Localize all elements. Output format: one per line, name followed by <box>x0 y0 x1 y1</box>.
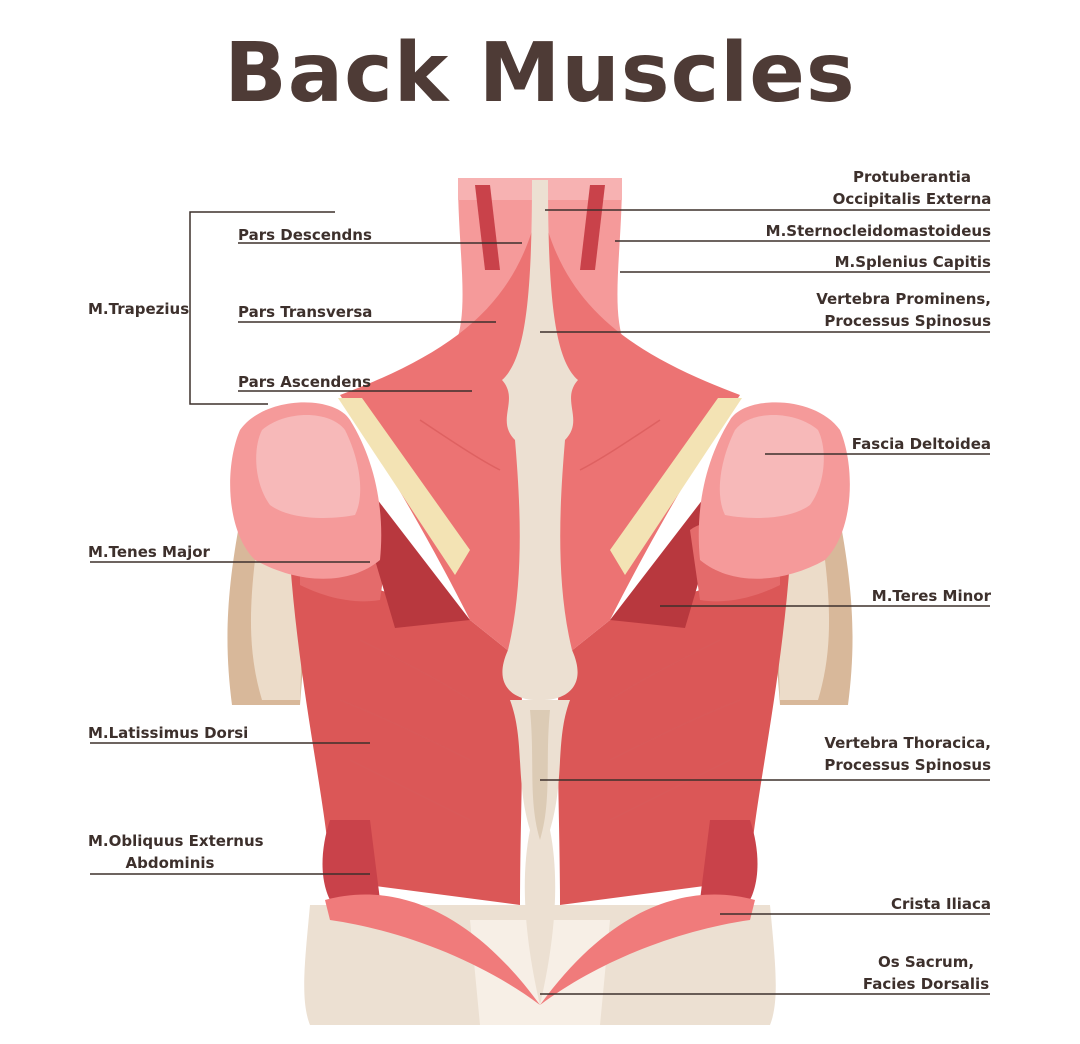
label-obliquus-externus: M.Obliquus Externus Abdominis <box>88 830 264 874</box>
label-pars-ascendens: Pars Ascendens <box>238 373 372 391</box>
label-obliquus-line2: Abdominis <box>125 854 215 872</box>
label-vertebra-prominens-line2: Processus Spinosus <box>824 312 991 330</box>
label-vertebra-thoracica: Vertebra Thoracica, Processus Spinosus <box>780 732 991 776</box>
left-arm-inner <box>250 560 305 700</box>
crista-right <box>540 894 755 1005</box>
latissimus-left <box>290 560 523 905</box>
label-protuberantia-line1: Protuberantia <box>852 168 972 186</box>
label-vertebra-thoracica-line2: Processus Spinosus <box>824 756 991 774</box>
deltoid-right-light <box>719 415 824 518</box>
label-os-sacrum-line2: Facies Dorsalis <box>862 975 990 993</box>
teres-dark-right <box>610 490 710 628</box>
label-fascia-deltoidea: Fascia Deltoidea <box>851 435 991 453</box>
label-vertebra-prominens: Vertebra Prominens, Processus Spinosus <box>780 288 991 332</box>
label-obliquus-line1: M.Obliquus Externus <box>88 832 264 850</box>
teres-dark-left <box>370 490 470 628</box>
trapezius-left <box>340 200 540 660</box>
tendon-right <box>610 398 742 575</box>
label-tenes-major: M.Tenes Major <box>88 543 210 561</box>
label-sternocleidomastoideus: M.Sternocleidomastoideus <box>765 222 991 240</box>
tendon-left <box>338 398 470 575</box>
label-crista-iliaca: Crista Iliaca <box>891 895 991 913</box>
label-vertebra-thoracica-line1: Vertebra Thoracica, <box>824 734 991 752</box>
right-arm-inner <box>775 560 830 700</box>
obliquus-left <box>322 820 380 900</box>
label-pars-descendens: Pars Descendns <box>238 226 372 244</box>
label-pars-transversa: Pars Transversa <box>238 303 373 321</box>
page-title: Back Muscles <box>224 26 856 121</box>
label-os-sacrum-line1: Os Sacrum, <box>877 953 975 971</box>
lower-spine-shade <box>530 710 550 840</box>
latissimus-right <box>557 560 790 905</box>
label-protuberantia-line2: Occipitalis Externa <box>832 190 992 208</box>
crista-left <box>325 894 540 1005</box>
leader-lines <box>90 209 990 995</box>
neck-band-left <box>475 185 500 270</box>
spine <box>502 180 578 700</box>
label-teres-minor: M.Teres Minor <box>871 587 991 605</box>
label-trapezius: M.Trapezius <box>88 300 190 318</box>
obliquus-right <box>700 820 758 900</box>
label-splenius-capitis: M.Splenius Capitis <box>834 253 991 271</box>
label-protuberantia: Protuberantia Occipitalis Externa <box>830 166 994 210</box>
trapezius-right <box>540 200 740 660</box>
label-latissimus-dorsi: M.Latissimus Dorsi <box>88 724 249 742</box>
neck-band-right <box>580 185 605 270</box>
label-os-sacrum: Os Sacrum, Facies Dorsalis <box>860 951 992 995</box>
lower-spine <box>510 700 570 1005</box>
label-vertebra-prominens-line1: Vertebra Prominens, <box>816 290 991 308</box>
deltoid-left-light <box>256 415 361 518</box>
